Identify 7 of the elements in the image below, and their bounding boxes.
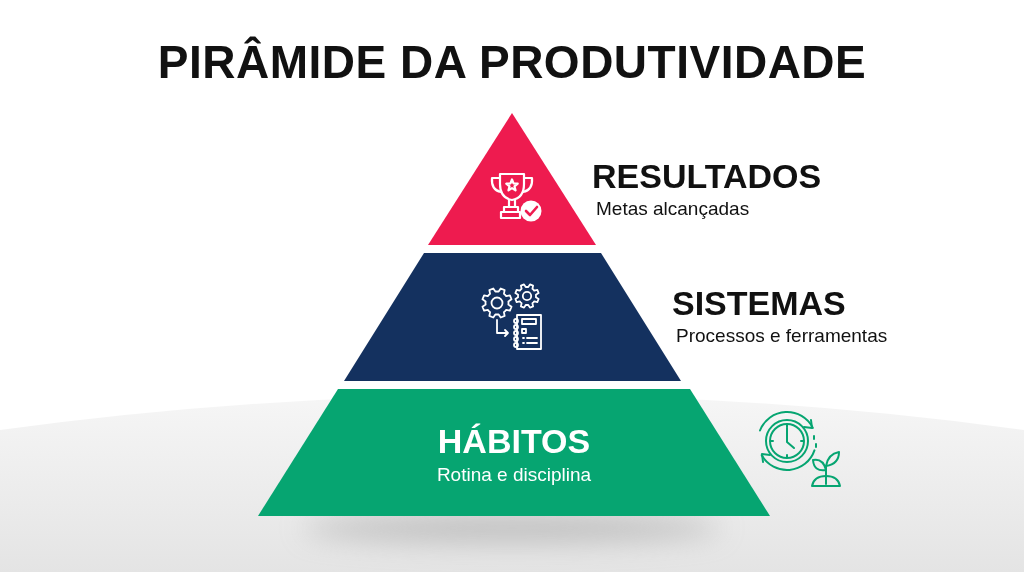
tier-heading: HÁBITOS [436,423,592,459]
tier-description: Metas alcançadas [596,197,750,220]
tier-description: Rotina e disciplina [435,463,593,486]
tier-heading: SISTEMAS [672,285,846,321]
title: PIRÂMIDE DA PRODUTIVIDADE [156,36,868,88]
tier-heading: RESULTADOS [592,158,822,194]
tier-description: Processos e ferramentas [676,324,888,347]
